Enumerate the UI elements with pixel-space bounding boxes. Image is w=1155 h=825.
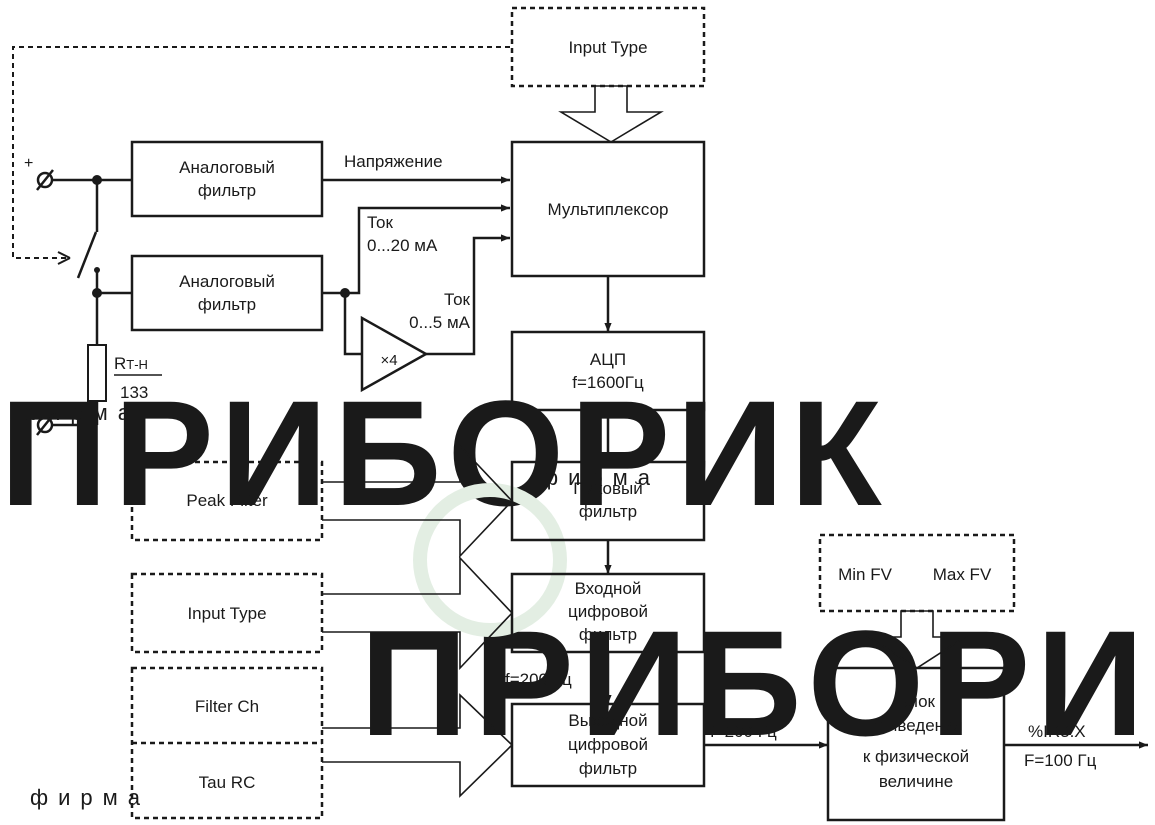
plus-sign: +: [24, 155, 33, 172]
peak-filter-param-box: [130, 460, 324, 542]
analog-filter-1-line1: Аналоговый: [179, 158, 275, 177]
current-20-label-line2: 0...20 мА: [367, 236, 438, 255]
adc-freq: f=1600Гц: [572, 373, 644, 392]
watermark-logo-circle: [413, 483, 567, 637]
resistor-letter: R: [114, 354, 126, 373]
minus-terminal-icon: [36, 416, 54, 434]
amp-input-line: [343, 293, 362, 356]
f200-label-output: f=200 Гц: [710, 722, 777, 741]
switch-pivot-dot: [94, 267, 100, 273]
resistor-subscript: Т-Н: [126, 357, 148, 372]
input-type-hollow-arrow: [558, 85, 664, 143]
voltage-label: Напряжение: [344, 152, 443, 171]
analog-filter-1-line2: фильтр: [198, 181, 256, 200]
input-type-top-label: Input Type: [568, 38, 647, 57]
peak-filter-param-label: Peak Filter: [186, 491, 268, 510]
watermark: ПРИБОРИК ПРИБОРИК фирма фирма фирма: [0, 369, 1155, 810]
input-type-param-box: [130, 572, 324, 654]
f200-label-input: f=200 Гц: [505, 670, 572, 689]
filter-hollow-arrow: [322, 693, 514, 798]
input-type-param-label: Input Type: [187, 604, 266, 623]
input-digital-filter-line3: фильтр: [579, 625, 637, 644]
conversion-line2: приведения: [869, 716, 963, 735]
output-digital-filter-line3: фильтр: [579, 759, 637, 778]
amplifier-gain-label: ×4: [380, 352, 397, 369]
analog-filter-1: [130, 140, 324, 218]
current-20-line: [345, 204, 510, 295]
resistor-value: 133: [120, 383, 148, 402]
max-fv-label: Max FV: [933, 565, 992, 584]
junction-dot: [340, 288, 350, 298]
output-digital-filter-line1: Выходной: [568, 711, 647, 730]
output-freq-label: F=100 Гц: [1024, 751, 1097, 770]
peak-param-hollow-arrow: [322, 443, 514, 559]
current-5-label-line2: 0...5 мА: [409, 313, 470, 332]
multiplexer-label: Мультиплексор: [547, 200, 668, 219]
junction-dot: [92, 288, 102, 298]
conversion-line1: Блок: [897, 692, 936, 711]
conversion-line3: к физической: [863, 747, 969, 766]
plus-terminal-icon: [36, 171, 54, 189]
junction-dots: [92, 175, 350, 298]
minus-terminal-slash: [36, 414, 54, 436]
input-digital-filter-line1: Входной: [575, 579, 642, 598]
junction-dot: [92, 175, 102, 185]
switch-blade: [76, 231, 98, 279]
output-name-label: %IR3.X: [1028, 722, 1086, 741]
plus-terminal-slash: [36, 169, 54, 191]
tau-rc-param-label: Tau RC: [199, 773, 256, 792]
analog-filter-2: [130, 254, 324, 332]
resistor-name: RТ-Н: [114, 354, 148, 373]
analog-filter-2-line2: фильтр: [198, 295, 256, 314]
adc-label: АЦП: [590, 350, 626, 369]
amplifier-triangle: [360, 315, 429, 393]
output-digital-filter-line2: цифровой: [568, 735, 648, 754]
peak-filter-line1: Пиковый: [573, 479, 643, 498]
conversion-line4: величине: [879, 772, 953, 791]
peak-filter-line2: фильтр: [579, 502, 637, 521]
current-5-label-line1: Ток: [444, 290, 471, 309]
input-type-hollow-arrow-2: [322, 555, 514, 671]
switch-control-arrowhead: [57, 251, 71, 265]
min-fv-label: Min FV: [838, 565, 893, 584]
minus-sign: -: [25, 401, 30, 418]
input-digital-filter-line2: цифровой: [568, 602, 648, 621]
watermark-small-2: фирма: [540, 465, 660, 490]
current-5-line: [426, 234, 510, 356]
filter-ch-param-label: Filter Ch: [195, 697, 259, 716]
min-max-hollow-arrow: [866, 610, 968, 669]
analog-filter-2-line1: Аналоговый: [179, 272, 275, 291]
current-20-label-line1: Ток: [367, 213, 394, 232]
watermark-small-3: фирма: [30, 785, 150, 810]
